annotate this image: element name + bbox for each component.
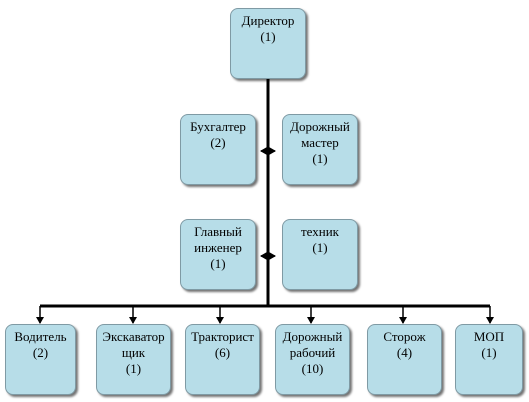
node-chief-engineer-title-1: Главный bbox=[194, 224, 242, 239]
node-mop-count: (1) bbox=[481, 345, 497, 360]
node-road-master-title-2: мастер bbox=[301, 135, 339, 150]
node-road-worker: Дорожный рабочий (10) bbox=[275, 324, 350, 395]
node-guard: Сторож (4) bbox=[367, 324, 442, 395]
node-excavator-count: (1) bbox=[125, 361, 142, 376]
node-technician: техник (1) bbox=[282, 219, 358, 290]
node-technician-count: (1) bbox=[312, 240, 328, 255]
node-director-title: Директор bbox=[241, 13, 295, 28]
node-chief-engineer-count: (1) bbox=[210, 256, 226, 271]
node-accountant-title: Бухгалтер bbox=[190, 119, 246, 134]
node-chief-engineer-title-2: инженер bbox=[194, 240, 242, 255]
node-director: Директор (1) bbox=[230, 8, 306, 79]
node-excavator-title-2: щик bbox=[121, 345, 146, 360]
node-tractor-title: Тракторист bbox=[191, 329, 254, 344]
node-driver-title: Водитель bbox=[14, 329, 67, 344]
node-tractor: Тракторист (6) bbox=[185, 324, 260, 395]
node-road-worker-count: (10) bbox=[301, 361, 324, 376]
node-road-worker-title-1: Дорожный bbox=[282, 329, 343, 344]
node-excavator-title-1: Экскаватор bbox=[102, 329, 165, 344]
node-road-worker-title-2: рабочий bbox=[289, 345, 336, 360]
node-road-master-count: (1) bbox=[312, 151, 328, 166]
node-chief-engineer: Главный инженер (1) bbox=[180, 219, 256, 290]
node-excavator: Экскаватор щик (1) bbox=[96, 324, 171, 395]
node-accountant: Бухгалтер (2) bbox=[180, 114, 256, 185]
node-director-count: (1) bbox=[260, 29, 276, 44]
node-accountant-count: (2) bbox=[210, 135, 226, 150]
node-road-master-title-1: Дорожный bbox=[290, 119, 350, 134]
node-mop-title: МОП bbox=[473, 329, 505, 344]
node-driver: Водитель (2) bbox=[5, 324, 76, 395]
node-guard-count: (4) bbox=[396, 345, 413, 360]
node-road-master: Дорожный мастер (1) bbox=[282, 114, 358, 185]
node-technician-title: техник bbox=[300, 224, 339, 239]
node-guard-title: Сторож bbox=[383, 329, 426, 344]
node-tractor-count: (6) bbox=[214, 345, 231, 360]
node-mop: МОП (1) bbox=[455, 324, 523, 395]
node-driver-count: (2) bbox=[32, 345, 49, 360]
